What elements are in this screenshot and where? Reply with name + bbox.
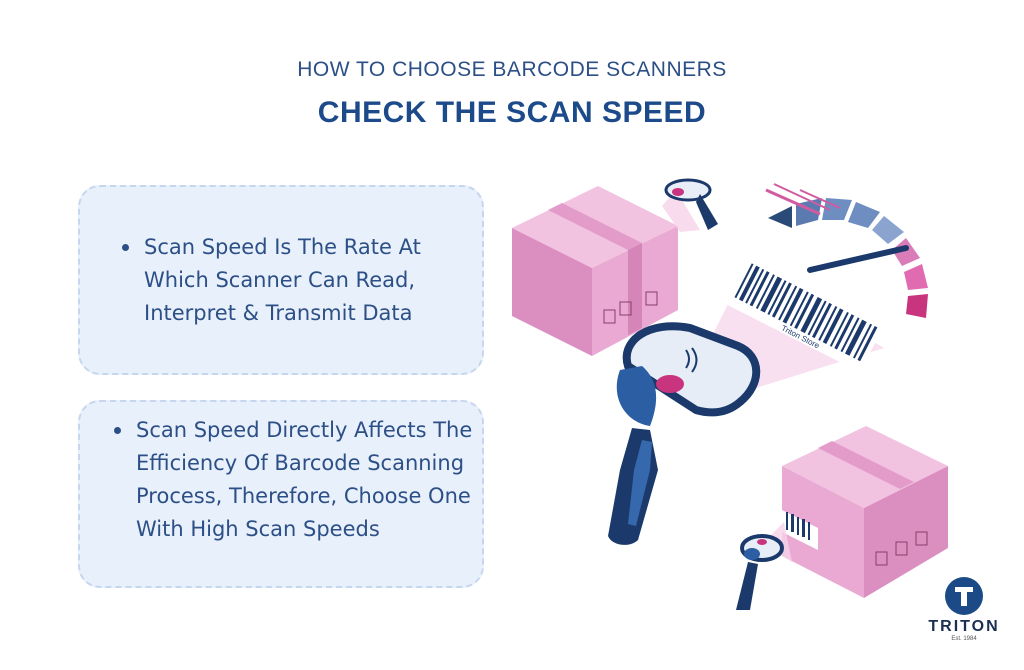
logo-established: Est. 1984 <box>951 636 977 642</box>
triton-logo: TRITON Est. 1984 <box>924 577 1004 652</box>
info-point-text: Scan Speed Is The Rate At Which Scanner … <box>144 235 421 325</box>
logo-wordmark: TRITON <box>928 618 1000 635</box>
cardboard-box-bottom <box>782 426 948 598</box>
cardboard-box-top <box>512 186 678 356</box>
barcode-strip: Triton Store <box>726 258 884 373</box>
info-point: Scan Speed Is The Rate At Which Scanner … <box>122 231 464 330</box>
page-title: CHECK THE SCAN SPEED <box>317 96 707 129</box>
info-card-1: Scan Speed Is The Rate At Which Scanner … <box>78 185 484 375</box>
info-card-2: Scan Speed Directly Affects The Efficien… <box>78 400 484 588</box>
speedometer-icon <box>765 183 928 318</box>
bullet-icon <box>114 427 121 434</box>
logo-mark-icon <box>945 577 983 615</box>
bullet-icon <box>122 244 129 251</box>
info-point: Scan Speed Directly Affects The Efficien… <box>114 414 476 546</box>
barcode-scanner-illustration: Triton Store <box>512 178 948 610</box>
barcode-scanner-large <box>608 322 761 545</box>
scanner-small-top <box>662 178 718 232</box>
scanner-small-bottom <box>736 522 792 610</box>
info-point-text: Scan Speed Directly Affects The Efficien… <box>136 418 473 541</box>
page-subtitle: HOW TO CHOOSE BARCODE SCANNERS <box>297 58 727 81</box>
